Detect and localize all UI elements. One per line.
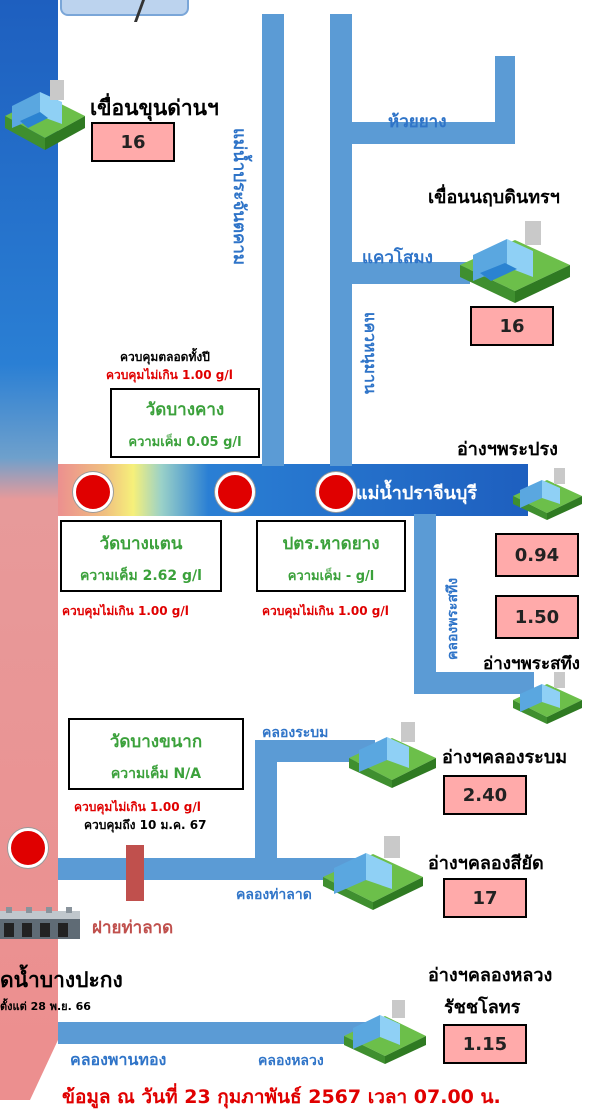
station-control-wat-bang-khang-2: ควบคุมไม่เกิน 1.00 g/l xyxy=(106,368,233,382)
dam-name-naruebodin: เขื่อนนฤบดินทรฯ xyxy=(428,187,560,208)
barrage-name-bang-pakong: ดน้ำบางปะกง xyxy=(0,968,123,992)
station-salinity-wat-bang-khang: ความเค็ม 0.05 g/l xyxy=(128,435,242,450)
river-label-prachantakham: แม่น้ำประจันตคาม xyxy=(229,128,249,266)
river-huai-yang-v xyxy=(495,56,515,144)
station-control-wat-bang-khang-1: ควบคุมตลอดทั้งปี xyxy=(120,350,210,364)
river-label-huai-yang: ห้วยยาง xyxy=(388,112,447,132)
river-prachinburi-main xyxy=(58,464,528,516)
dam-icon-khlong-si-yat xyxy=(323,836,423,910)
barrage-since-bang-pakong: ตั้งแต่ 28 พ.ย. 66 xyxy=(0,1000,91,1013)
river-hanuman xyxy=(330,14,352,466)
station-box-wat-bang-taen: วัดบางแตน ความเค็ม 2.62 g/l xyxy=(60,520,222,592)
dam-value-phra-sathueng: 1.50 xyxy=(495,595,579,639)
dam-name-khlong-rabom: อ่างฯคลองระบม xyxy=(442,747,568,768)
river-sa-mong xyxy=(350,262,470,284)
river-label-sa-mong: แควโสมง xyxy=(362,248,433,268)
station-dot-wat-bang-taen[interactable] xyxy=(73,472,113,512)
footer-data-timestamp: ข้อมูล ณ วันที่ 23 กุมภาพันธ์ 2567 เวลา … xyxy=(62,1086,501,1108)
dam-name-phra-prong: อ่างฯพระปรง xyxy=(457,439,558,460)
dam-value-phra-prong: 0.94 xyxy=(495,533,579,577)
station-name-wat-bang-khanak: วัดบางขนาก xyxy=(109,732,203,752)
station-salinity-hat-yang: ความเค็ม - g/l xyxy=(287,569,375,584)
river-label-hanuman: แควหนุมาน xyxy=(361,312,380,394)
river-prachantakham xyxy=(262,14,284,466)
main-river-arrow-head xyxy=(0,1040,58,1100)
river-label-tha-lat: คลองท่าลาด xyxy=(236,887,312,903)
river-phan-thong xyxy=(58,1022,398,1044)
dam-name-khun-dan: เขื่อนขุนด่านฯ xyxy=(90,96,219,120)
station-dot-wat-bang-khanak[interactable] xyxy=(8,828,48,868)
river-phra-sathueng-v xyxy=(414,514,436,694)
station-name-wat-bang-khang: วัดบางคาง xyxy=(145,400,225,420)
river-phra-sathueng-h xyxy=(414,672,534,694)
dam-name-phra-sathueng: อ่างฯพระสทึง xyxy=(483,654,580,674)
dam-icon-naruebodin xyxy=(460,221,570,303)
river-label-prachinburi: แม่น้ำปราจีนบุรี xyxy=(356,483,478,504)
station-box-wat-bang-khanak: วัดบางขนาก ความเค็ม N/A xyxy=(68,718,244,790)
station-name-hat-yang: ปตร.หาดยาง xyxy=(282,534,380,554)
main-river-bang-pakong xyxy=(0,0,58,1040)
station-dot-wat-bang-khang[interactable] xyxy=(215,472,255,512)
dam-icon-khlong-rabom xyxy=(349,722,436,788)
dam-name-khlong-luang: อ่างฯคลองหลวง xyxy=(428,965,553,986)
dam-value-khlong-rabom: 2.40 xyxy=(443,775,527,815)
station-salinity-wat-bang-taen: ความเค็ม 2.62 g/l xyxy=(80,568,202,584)
river-rabom-h xyxy=(255,740,375,762)
dam-value-khlong-si-yat: 17 xyxy=(443,878,527,918)
station-box-hat-yang: ปตร.หาดยาง ความเค็ม - g/l xyxy=(256,520,406,592)
barrage-icon-bang-pakong xyxy=(0,907,80,939)
station-salinity-wat-bang-khanak: ความเค็ม N/A xyxy=(110,766,202,782)
river-label-phra-sathueng: คลองพระสทึง xyxy=(445,577,461,660)
station-dot-hat-yang[interactable] xyxy=(316,472,356,512)
station-name-wat-bang-taen: วัดบางแตน xyxy=(99,534,183,554)
river-huai-yang-h xyxy=(350,122,512,144)
station-control-wat-bang-khanak-2: ควบคุมถึง 10 ม.ค. 67 xyxy=(84,818,207,832)
dam-name-khlong-luang-2: รัชชโลทร xyxy=(444,997,521,1018)
dam-icon-khlong-luang xyxy=(344,1000,426,1064)
dam-value-khlong-luang: 1.15 xyxy=(443,1024,527,1064)
station-control-wat-bang-taen: ควบคุมไม่เกิน 1.00 g/l xyxy=(62,604,189,618)
weir-label-tha-lat: ฝายท่าลาด xyxy=(92,918,174,938)
dam-value-khun-dan: 16 xyxy=(91,122,175,162)
station-control-wat-bang-khanak-1: ควบคุมไม่เกิน 1.00 g/l xyxy=(74,800,201,814)
river-rabom-v xyxy=(255,740,277,860)
dam-value-naruebodin: 16 xyxy=(470,306,554,346)
river-label-rabom: คลองระบม xyxy=(262,725,329,741)
station-box-wat-bang-khang: วัดบางคาง ความเค็ม 0.05 g/l xyxy=(110,388,260,458)
dam-icon-phra-sathueng xyxy=(513,672,582,724)
river-label-phan-thong: คลองพานทอง xyxy=(70,1050,167,1069)
dam-icon-khun-dan xyxy=(5,80,85,150)
dam-name-khlong-si-yat: อ่างฯคลองสียัด xyxy=(428,853,544,874)
river-label-khlong-luang: คลองหลวง xyxy=(258,1053,324,1069)
dam-icon-phra-prong xyxy=(513,468,582,520)
header-tab-fragment xyxy=(60,0,189,16)
station-control-hat-yang: ควบคุมไม่เกิน 1.00 g/l xyxy=(262,604,389,618)
weir-tha-lat-marker xyxy=(126,845,144,901)
